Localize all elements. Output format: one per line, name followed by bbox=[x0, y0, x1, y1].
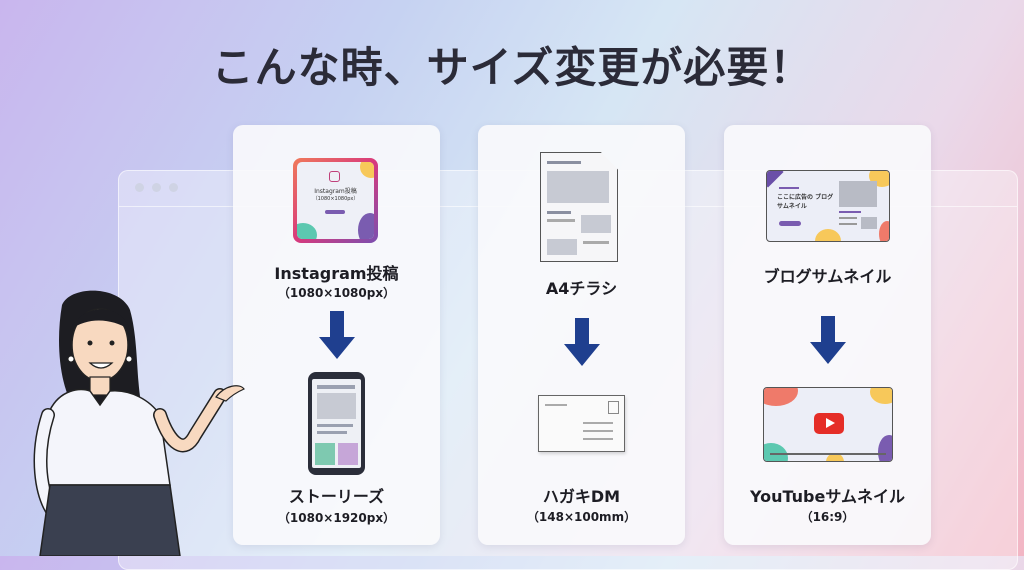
blog-thumbnail-label: ブログサムネイル bbox=[763, 267, 892, 286]
youtube-label: YouTubeサムネイル bbox=[749, 487, 906, 506]
youtube-thumbnail bbox=[763, 387, 893, 462]
card-instagram: Instagram投稿 （1080×1080px） Instagram投稿 （1… bbox=[233, 125, 440, 545]
blog-thumb-text: ここに広告の ブログサムネイル bbox=[777, 194, 834, 210]
card-flyer: A4チラシ ハガキDM （148×100mm） bbox=[478, 125, 685, 545]
youtube-size: （16:9） bbox=[800, 510, 855, 524]
card-blog: ここに広告の ブログサムネイル ブログサムネイル YouTubeサムネイル （1… bbox=[724, 125, 931, 545]
instagram-post-thumbnail: Instagram投稿 （1080×1080px） bbox=[293, 158, 378, 243]
arrow-down-icon bbox=[318, 311, 355, 359]
phone-stories-thumbnail bbox=[308, 372, 365, 475]
page-title: こんな時、サイズ変更が必要！ bbox=[211, 43, 813, 92]
postcard-label: ハガキDM bbox=[542, 487, 621, 506]
instagram-size: （1080×1080px） bbox=[277, 286, 396, 300]
arrow-down-icon bbox=[563, 318, 600, 366]
presenter-woman-illustration bbox=[33, 290, 245, 556]
arrow-down-icon bbox=[809, 316, 846, 364]
postcard-thumbnail bbox=[538, 395, 625, 452]
thumb-title: Instagram投稿 bbox=[314, 188, 357, 195]
stories-size: （1080×1920px） bbox=[277, 511, 396, 525]
instagram-icon bbox=[329, 171, 340, 182]
instagram-label: Instagram投稿 bbox=[274, 264, 399, 283]
a4-flyer-thumbnail bbox=[540, 152, 618, 262]
youtube-play-icon bbox=[814, 413, 844, 434]
thumb-size: （1080×1080px） bbox=[312, 196, 359, 202]
blog-thumbnail: ここに広告の ブログサムネイル bbox=[766, 170, 890, 242]
a4-flyer-label: A4チラシ bbox=[545, 279, 618, 298]
stories-label: ストーリーズ bbox=[288, 487, 385, 506]
postcard-size: （148×100mm） bbox=[526, 510, 637, 524]
